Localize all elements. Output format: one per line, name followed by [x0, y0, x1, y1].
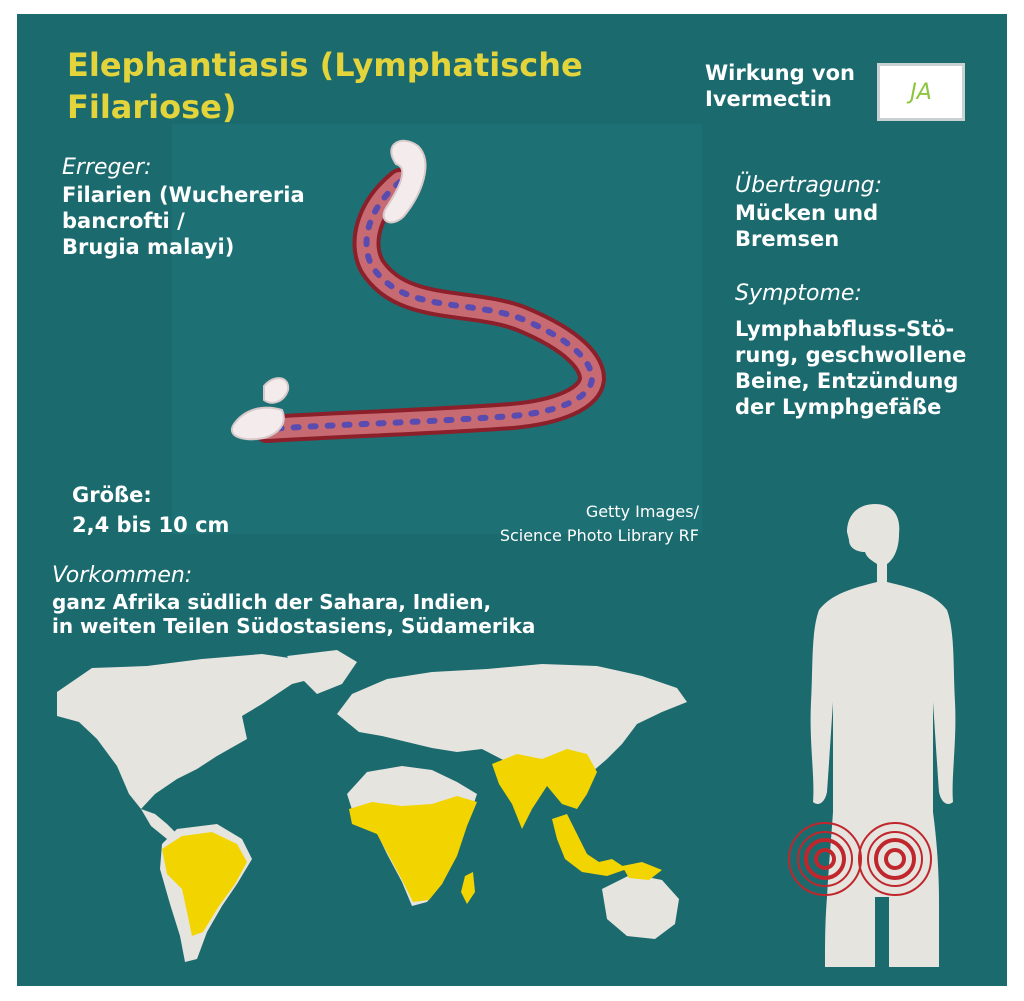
- swelling-target-icon-right: [858, 822, 932, 896]
- credit-line-1: Getty Images/: [585, 502, 699, 521]
- map-central-america: [141, 809, 179, 839]
- groesse-block: Größe: 2,4 bis 10 cm: [72, 482, 352, 538]
- symptome-line-2: rung, geschwollene: [735, 343, 967, 367]
- ivermectin-value: JA: [910, 79, 932, 105]
- symptome-line-1: Lymphabfluss-Stö-: [735, 317, 955, 341]
- erreger-line-3: Brugia malayi): [62, 235, 235, 259]
- image-credit: Getty Images/ Science Photo Library RF: [417, 500, 699, 548]
- uebertragung-label: Übertragung:: [735, 173, 883, 198]
- groesse-label: Größe:: [72, 483, 152, 507]
- uebertragung-block: Übertragung: Mücken und Bremsen: [735, 172, 995, 252]
- ivermectin-value-box: JA: [877, 63, 965, 121]
- symptome-line-3: Beine, Entzündung: [735, 369, 959, 393]
- symptome-label: Symptome:: [735, 281, 862, 306]
- ivermectin-label-line-2: Ivermectin: [705, 87, 832, 111]
- title-line-1: Elephantiasis (Lymphatische: [67, 46, 583, 84]
- map-greenland: [287, 650, 357, 694]
- vorkommen-line-2: in weiten Teilen Südostasiens, Südamerik…: [52, 614, 536, 638]
- infographic-panel: Elephantiasis (Lymphatische Filariose) W…: [17, 14, 1007, 986]
- credit-line-2: Science Photo Library RF: [499, 526, 699, 545]
- endemic-madagascar: [461, 872, 475, 904]
- vorkommen-label: Vorkommen:: [52, 563, 193, 588]
- endemic-africa: [349, 796, 477, 902]
- ivermectin-label: Wirkung von Ivermectin: [705, 60, 875, 112]
- endemic-new-guinea: [622, 862, 662, 880]
- vorkommen-block: Vorkommen: ganz Afrika südlich der Sahar…: [52, 562, 652, 638]
- groesse-value: 2,4 bis 10 cm: [72, 513, 230, 537]
- swelling-target-icon-left: [788, 822, 862, 896]
- world-map: [57, 650, 687, 962]
- erreger-line-2: bancrofti /: [62, 209, 185, 233]
- uebertragung-line-1: Mücken und: [735, 201, 879, 225]
- map-eurasia: [337, 664, 687, 784]
- map-australia: [602, 874, 679, 939]
- human-silhouette: [810, 504, 956, 967]
- ivermectin-label-line-1: Wirkung von: [705, 61, 855, 85]
- page-title: Elephantiasis (Lymphatische Filariose): [67, 44, 667, 128]
- uebertragung-line-2: Bremsen: [735, 227, 840, 251]
- erreger-line-1: Filarien (Wuchereria: [62, 183, 305, 207]
- erreger-label: Erreger:: [62, 155, 152, 180]
- symptome-line-4: der Lymphgefäße: [735, 395, 942, 419]
- erreger-block: Erreger: Filarien (Wuchereria bancrofti …: [62, 154, 352, 260]
- endemic-south-america: [162, 832, 247, 936]
- symptome-block: Symptome: Lymphabfluss-Stö- rung, geschw…: [735, 280, 1000, 420]
- endemic-southeast-asia: [552, 814, 627, 876]
- map-north-america: [57, 654, 332, 809]
- filarial-worm-illustration: [172, 124, 702, 534]
- endemic-india-china: [492, 749, 597, 829]
- vorkommen-line-1: ganz Afrika südlich der Sahara, Indien,: [52, 590, 492, 614]
- title-line-2: Filariose): [67, 88, 237, 126]
